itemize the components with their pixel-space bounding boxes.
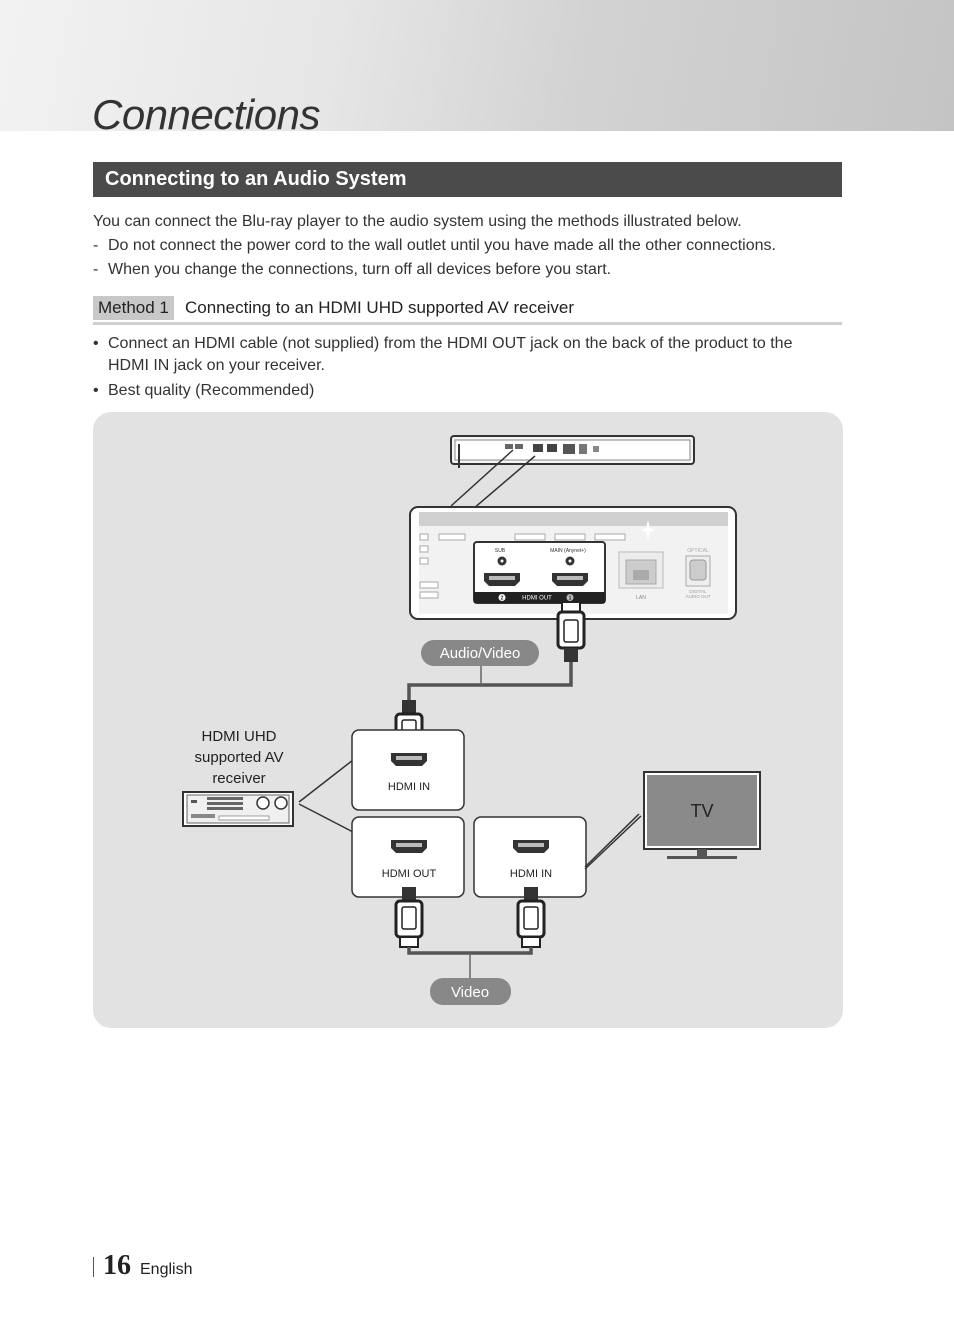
bullet-list: •Connect an HDMI cable (not supplied) fr… <box>93 333 833 405</box>
method-badge: Method 1 <box>93 296 174 320</box>
video-label: Video <box>451 984 489 1001</box>
player-rear-strip <box>450 435 695 468</box>
receiver-label-line1: HDMI UHD <box>202 728 277 745</box>
chapter-title: Connections <box>92 91 320 138</box>
player-rear-panel: SUB MAIN (Anynet+) 2 HDMI OUT 1 LAN OPTI… <box>409 506 737 620</box>
bullet-text: Connect an HDMI cable (not supplied) fro… <box>108 335 793 374</box>
receiver-label-line3: receiver <box>212 770 265 787</box>
digital-label: DIGITAL <box>689 589 707 594</box>
intro-block: You can connect the Blu-ray player to th… <box>93 211 843 283</box>
footer-divider <box>93 1257 94 1277</box>
note-text: Do not connect the power cord to the wal… <box>108 237 776 254</box>
tv-icon <box>643 771 761 859</box>
audio-out-label: AUDIO OUT <box>685 594 710 599</box>
badge-2: 2 <box>501 596 504 602</box>
list-item: •Best quality (Recommended) <box>93 382 315 399</box>
player-hdmi-out-label: HDMI OUT <box>522 596 552 602</box>
receiver-hdmi-out-label: HDMI OUT <box>382 868 437 880</box>
note-item: -Do not connect the power cord to the wa… <box>93 237 776 254</box>
main-label: MAIN (Anynet+) <box>550 548 586 554</box>
av-receiver-icon <box>182 791 294 827</box>
method-heading: Method 1 Connecting to an HDMI UHD suppo… <box>93 296 842 325</box>
lan-label: LAN <box>636 595 646 601</box>
receiver-hdmi-in-label: HDMI IN <box>388 781 430 793</box>
bullet-text: Best quality (Recommended) <box>108 382 315 399</box>
section-title: Connecting to an Audio System <box>93 162 842 197</box>
method-title: Connecting to an HDMI UHD supported AV r… <box>185 298 574 317</box>
page-number: 16 <box>103 1250 131 1281</box>
note-item: -When you change the connections, turn o… <box>93 261 612 278</box>
optical-label: OPTICAL <box>687 548 709 554</box>
page-language: English <box>140 1261 193 1278</box>
list-item: •Connect an HDMI cable (not supplied) fr… <box>93 335 793 374</box>
diagram-illustration: SUB MAIN (Anynet+) 2 HDMI OUT 1 LAN OPTI… <box>182 435 761 1005</box>
header-band <box>0 0 954 131</box>
connection-diagram: SUB MAIN (Anynet+) 2 HDMI OUT 1 LAN OPTI… <box>93 412 843 1028</box>
audio-video-label: Audio/Video <box>440 645 521 662</box>
sub-label: SUB <box>495 548 506 554</box>
note-text: When you change the connections, turn of… <box>108 261 612 278</box>
intro-text: You can connect the Blu-ray player to th… <box>93 213 742 230</box>
badge-1: 1 <box>569 596 572 602</box>
receiver-label-line2: supported AV <box>195 749 284 766</box>
tv-hdmi-in-label: HDMI IN <box>510 868 552 880</box>
tv-label: TV <box>690 801 713 821</box>
